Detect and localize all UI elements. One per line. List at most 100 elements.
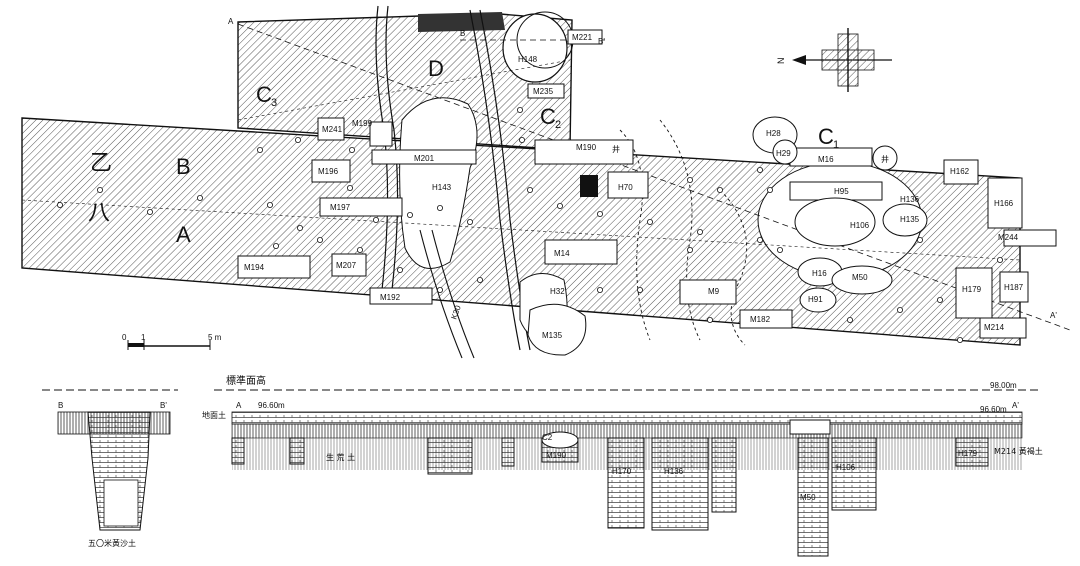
pit-1 <box>427 437 473 475</box>
post-hole <box>637 286 644 293</box>
north-arrow: N <box>776 28 892 92</box>
post-hole <box>997 256 1004 263</box>
b-section-bottom: 五〇米黃沙土 <box>88 538 136 548</box>
zone-label-yi: 乙 <box>90 151 112 176</box>
m207-shape <box>331 253 367 277</box>
post-hole <box>847 316 854 323</box>
a-section-topsoil <box>231 411 1023 425</box>
zone-label-c3: C <box>256 82 272 107</box>
label-m207: M207 <box>336 261 357 270</box>
sec-label-h170: H170 <box>612 467 632 476</box>
post-hole <box>597 286 604 293</box>
label-well-c2: 井 <box>612 144 620 154</box>
post-hole <box>597 210 604 217</box>
m199-shape <box>369 121 393 147</box>
label-m241: M241 <box>322 125 343 134</box>
post-hole <box>196 194 203 201</box>
post-hole <box>557 202 564 209</box>
h91-shape <box>799 287 837 313</box>
post-hole <box>406 211 413 218</box>
m182-shape <box>739 309 793 329</box>
feature-labels: M221 H148 M235 M241 M199 M201 M196 M197 … <box>244 33 1024 340</box>
post-hole <box>476 276 483 283</box>
post-hole <box>346 184 353 191</box>
post-hole <box>348 146 355 153</box>
k30-line-2 <box>431 229 475 359</box>
post-hole <box>957 336 964 343</box>
pit-outline-3 <box>719 189 748 346</box>
label-m221: M221 <box>572 33 593 42</box>
post-hole <box>647 218 654 225</box>
m192-shape <box>369 287 433 305</box>
trench-plan: A B 乙 八 D C 3 C 2 C 1 A A' B B' M221 H14… <box>21 5 1071 359</box>
post-hole <box>436 204 443 211</box>
label-m199: M199 <box>352 119 373 128</box>
post-hole <box>757 166 764 173</box>
m244-shape <box>1003 229 1057 247</box>
c2-lens <box>541 431 579 449</box>
post-hole <box>697 228 704 235</box>
m190-shape <box>534 139 634 165</box>
label-h166: H166 <box>994 199 1014 208</box>
post-hole <box>294 136 301 143</box>
label-h29: H29 <box>776 149 791 158</box>
label-m244: M244 <box>998 233 1019 242</box>
zone-label-c1: C <box>818 124 834 149</box>
pit-4 <box>289 437 305 465</box>
pit-m50 <box>797 437 829 557</box>
pit-2 <box>711 437 737 513</box>
scale-bar: 0 1 5 m <box>122 333 222 350</box>
h70-shape <box>607 171 649 199</box>
label-m235: M235 <box>533 87 554 96</box>
label-h106: H106 <box>850 221 870 230</box>
a-section: 地面土 A A' 96.60m 96.60m 生 荒 土 M214 黃褐土 C2… <box>202 401 1043 557</box>
sec-label-h179: H179 <box>958 449 978 458</box>
post-hole <box>356 246 363 253</box>
post-hole <box>272 242 279 249</box>
b-section-right: B' <box>160 401 167 410</box>
pit-h106 <box>831 437 877 511</box>
label-m192: M192 <box>380 293 401 302</box>
h187-shape <box>999 271 1029 303</box>
pit-outline-1 <box>619 129 651 341</box>
post-hole <box>917 236 924 243</box>
label-m135: M135 <box>542 331 563 340</box>
label-k30: K30 <box>449 304 463 321</box>
sec-label-h136: H136 <box>664 467 684 476</box>
section-profiles: 標準面高 98.00m B B' 五〇米黃沙土 <box>42 374 1043 557</box>
post-hole <box>97 186 104 193</box>
label-m14: M14 <box>554 249 570 258</box>
zone-label-c2-sub: 2 <box>555 119 561 131</box>
m241-shape <box>317 117 345 141</box>
m235-shape <box>527 83 565 99</box>
m214-shape <box>979 317 1027 339</box>
section-mark-a-left: A <box>228 17 234 26</box>
zone-label-c1-sub: 1 <box>833 139 839 151</box>
b-section-left: B <box>58 401 63 410</box>
label-h162: H162 <box>950 167 970 176</box>
label-m16: M16 <box>818 155 834 164</box>
label-h187: H187 <box>1004 283 1024 292</box>
zone-label-ba: 八 <box>88 201 110 226</box>
post-hole <box>372 216 379 223</box>
m196-shape <box>311 159 351 183</box>
post-holes <box>57 107 1004 343</box>
zone-label-c2: C <box>540 104 556 129</box>
m197-shape <box>319 197 403 217</box>
m9-shape <box>679 279 737 305</box>
pit-5 <box>501 437 515 467</box>
m194-shape <box>237 255 311 279</box>
post-hole <box>266 201 273 208</box>
grid-line-1 <box>237 59 571 121</box>
sec-label-m50: M50 <box>800 493 816 502</box>
drainage-line-3 <box>469 9 521 351</box>
post-hole <box>687 246 694 253</box>
post-hole <box>519 136 526 143</box>
elevation-left-ground: 96.60m <box>258 401 285 410</box>
zone-label-c3-sub: 3 <box>271 97 277 109</box>
section-mark-b-prime: B' <box>598 37 605 46</box>
label-h91: H91 <box>808 295 823 304</box>
well-shape <box>872 145 898 171</box>
m50-shape <box>831 265 893 295</box>
